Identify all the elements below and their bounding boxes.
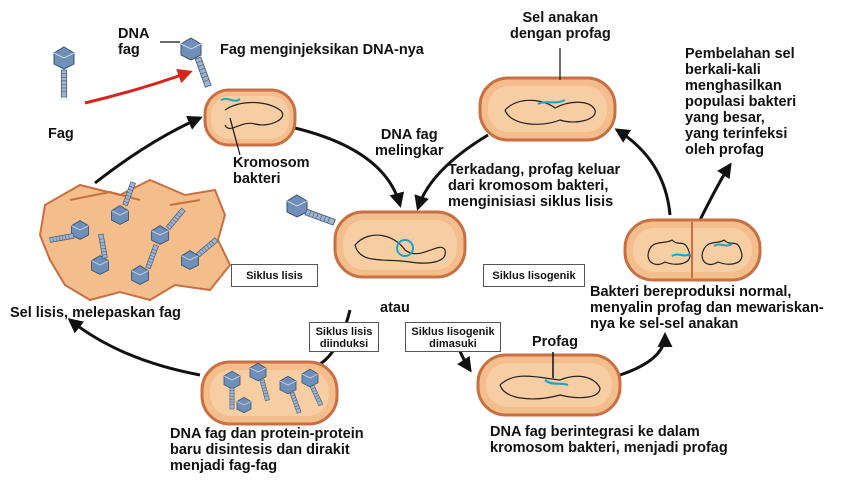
arrow-lysis-to-injection <box>95 118 200 183</box>
label-atau: atau <box>380 300 410 316</box>
cell-lytic-assembly <box>202 362 337 424</box>
label-dna-fag-melingkar: DNA fag melingkar <box>375 127 444 159</box>
label-sel-lisis: Sel lisis, melepaskan fag <box>10 305 181 321</box>
label-profag: Profag <box>532 334 578 350</box>
label-terkadang: Terkadang, profag keluar dari kromosom b… <box>448 162 620 210</box>
label-fag: Fag <box>48 126 74 142</box>
arrow-division-to-daughter <box>617 130 670 215</box>
phage-floating <box>287 195 335 225</box>
cell-circular-dna <box>335 212 465 277</box>
label-dna-fag: DNA fag <box>118 26 149 58</box>
arrow-assembly-to-lysis <box>70 320 200 375</box>
phage-injecting <box>181 38 211 87</box>
box-siklus-lisis: Siklus lisis <box>231 264 318 287</box>
cell-dividing <box>625 220 760 280</box>
box-siklus-lisogenik: Siklus lisogenik <box>483 264 585 287</box>
box-siklus-lisogenik-dimasuki: Siklus lisogenik dimasuki <box>405 322 501 352</box>
phage-free <box>54 47 74 97</box>
cell-infected <box>205 90 295 145</box>
label-dna-fag-integrasi: DNA fag berintegrasi ke dalam kromosom b… <box>490 424 728 456</box>
box-siklus-lisis-diinduksi: Siklus lisis diinduksi <box>309 322 379 352</box>
cell-daughter-prophage <box>480 78 615 140</box>
label-pembelahan: Pembelahan sel berkali-kali menghasilkan… <box>685 46 796 158</box>
label-kromosom: Kromosom bakteri <box>233 155 310 187</box>
arrow-prophage-to-division <box>620 335 665 375</box>
arrow-to-population <box>700 165 730 220</box>
cell-integrated-prophage <box>478 352 620 415</box>
cell-lysed <box>40 180 230 300</box>
label-dna-fag-protein: DNA fag dan protein-protein baru disinte… <box>170 426 364 474</box>
label-sel-anakan: Sel anakan dengan profag <box>510 10 611 42</box>
label-fag-injects: Fag menginjeksikan DNA-nya <box>220 42 424 58</box>
label-bakteri-bereproduksi: Bakteri bereproduksi normal, menyalin pr… <box>590 284 824 332</box>
arrow-phage-to-cell <box>85 72 190 103</box>
